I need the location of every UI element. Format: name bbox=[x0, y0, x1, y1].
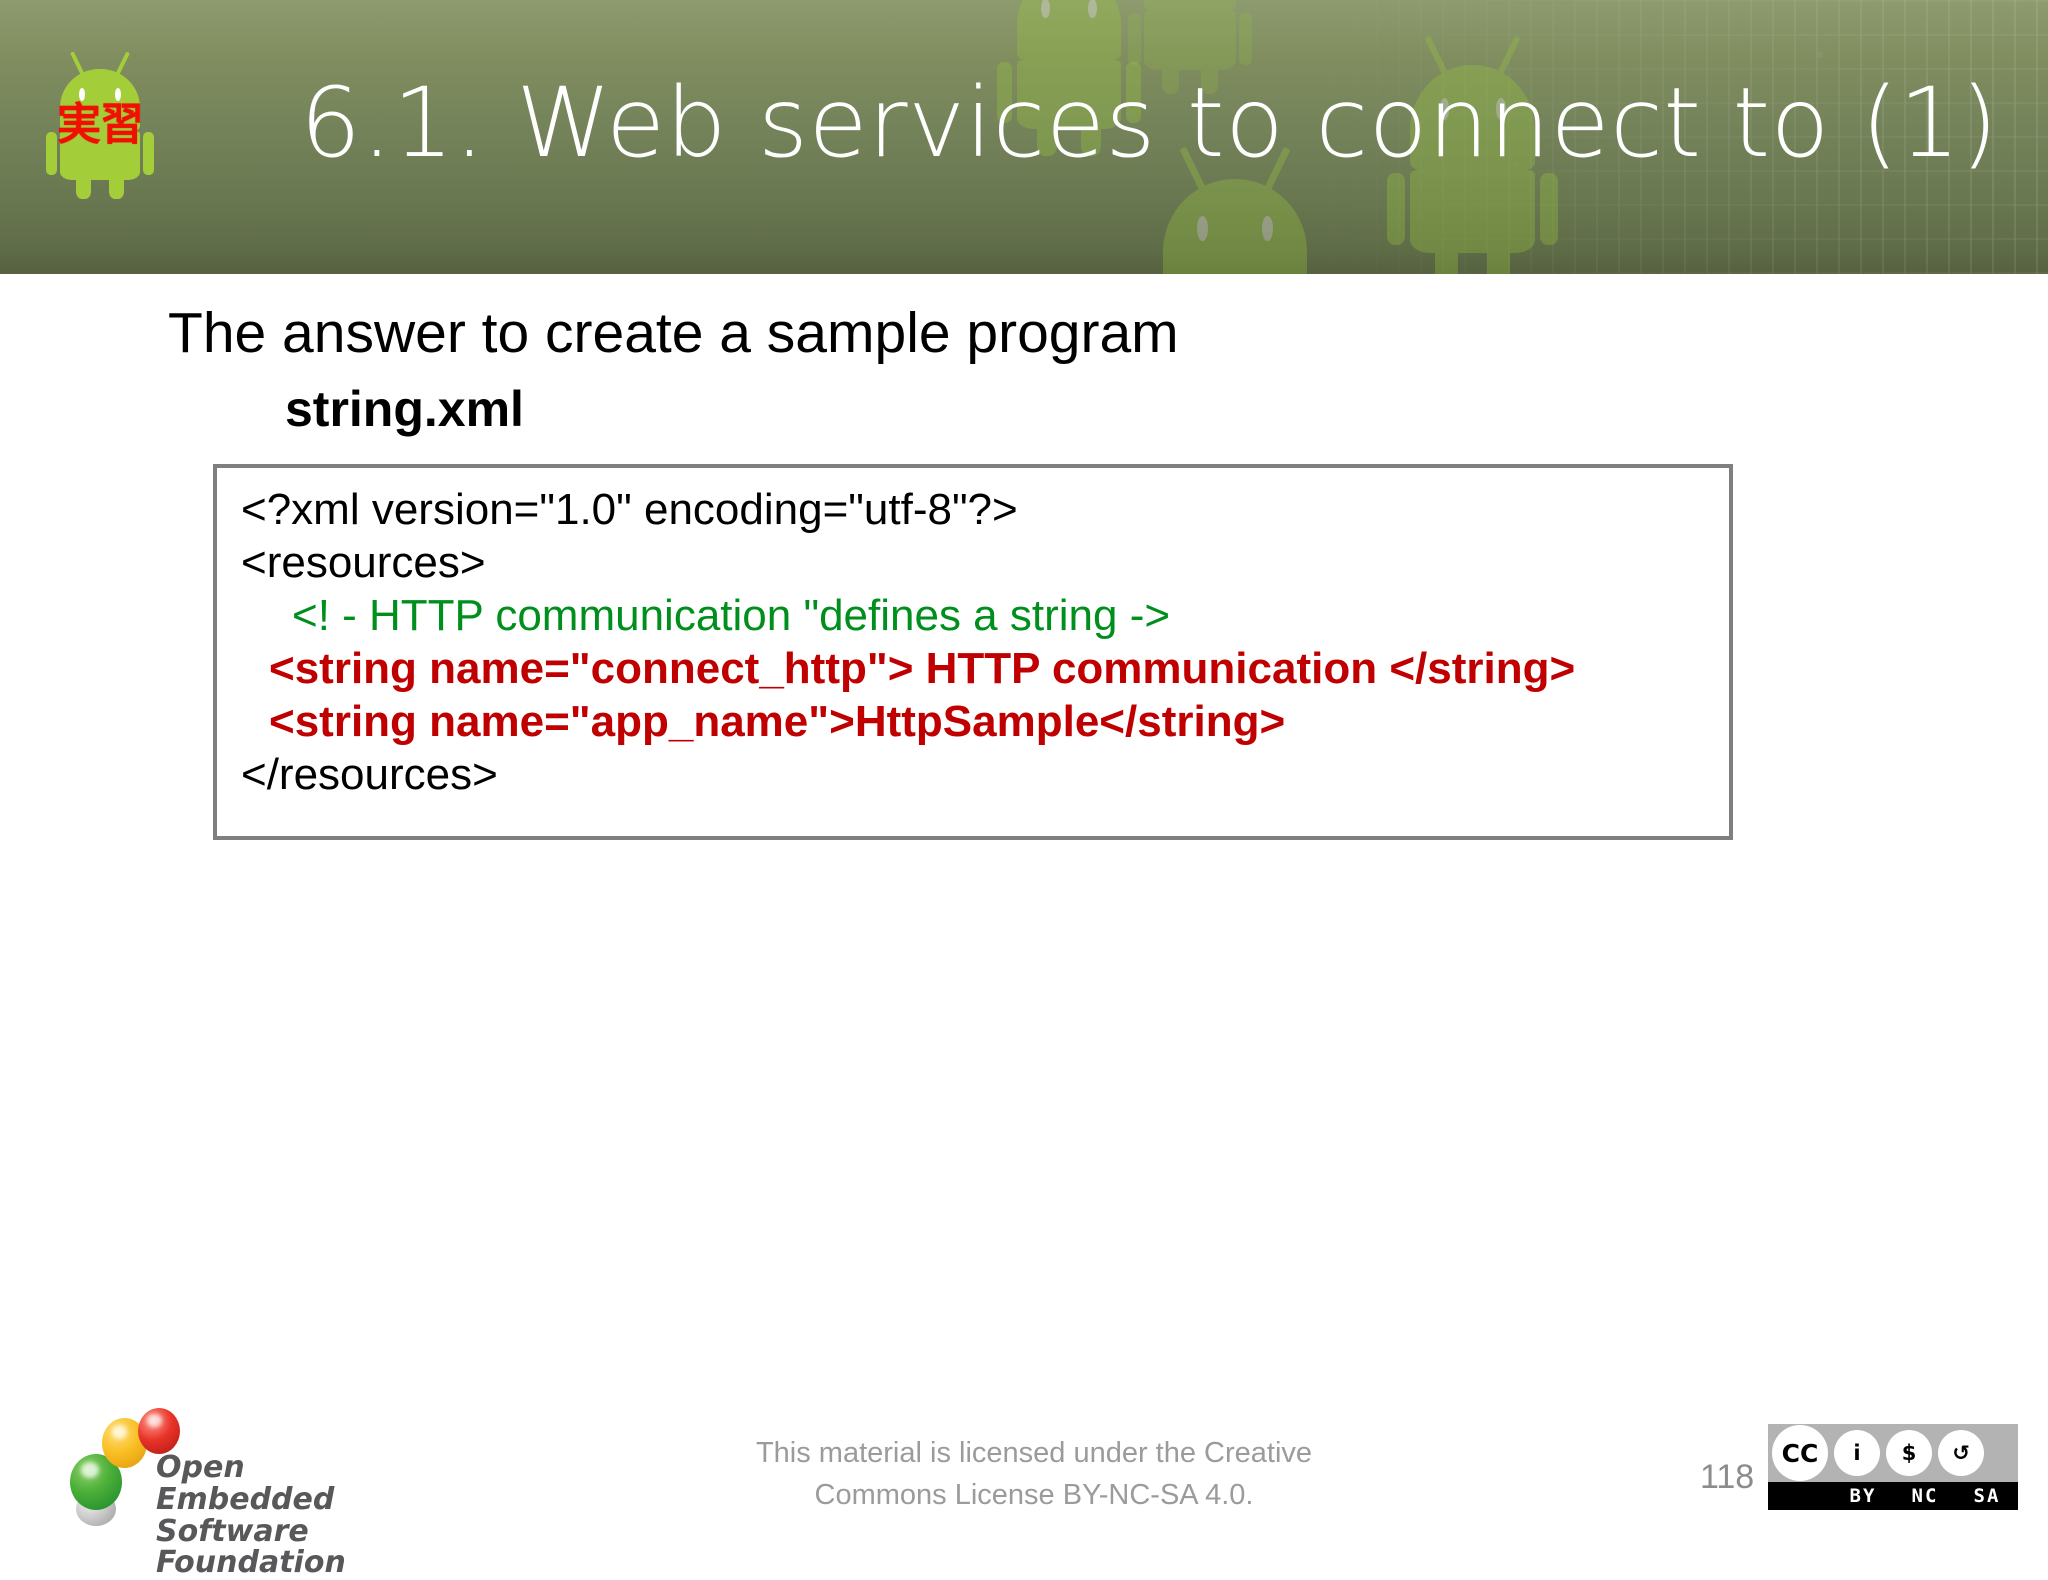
license-note: This material is licensed under the Crea… bbox=[755, 1437, 1313, 1512]
slide-header-banner: 実習 6.1. Web services to connect to (1) bbox=[0, 0, 2048, 274]
background-android-silhouette bbox=[1386, 30, 1559, 274]
cc-sa-sharealike-icon: ↺ bbox=[1938, 1430, 1984, 1476]
code-line: <resources> bbox=[241, 538, 486, 587]
content-heading: The answer to create a sample program bbox=[168, 301, 1179, 365]
circuit-texture bbox=[1288, 0, 2048, 274]
content-subheading-filename: string.xml bbox=[285, 381, 524, 437]
background-android-silhouette bbox=[1140, 140, 1330, 274]
code-line-comment: <! - HTTP communication "defines a strin… bbox=[292, 591, 1171, 640]
android-robot-practice-icon: 実習 bbox=[45, 48, 155, 199]
cc-by-person-icon: i bbox=[1834, 1430, 1880, 1476]
logo-sphere-red-icon bbox=[138, 1408, 180, 1454]
cc-logo-icon: CC bbox=[1772, 1425, 1828, 1481]
page-number: 118 bbox=[1700, 1458, 1755, 1496]
code-line-highlighted: <string name="app_name">HttpSample</stri… bbox=[269, 697, 1286, 746]
cc-badge-terms: BY NC SA bbox=[1768, 1482, 2018, 1510]
code-line: </resources> bbox=[241, 750, 498, 799]
background-android-silhouette bbox=[1127, 0, 1253, 94]
cc-nc-crossed-dollar-icon: $ bbox=[1886, 1430, 1932, 1476]
cc-term-sa: SA bbox=[1973, 1485, 2001, 1507]
practice-badge-label: 実習 bbox=[57, 98, 144, 150]
code-line-highlighted: <string name="connect_http"> HTTP commun… bbox=[269, 644, 1576, 693]
code-line: <?xml version="1.0" encoding="utf-8"?> bbox=[241, 485, 1018, 534]
cc-term-nc: NC bbox=[1911, 1485, 1939, 1507]
cc-badge-symbols: CC i $ ↺ bbox=[1768, 1424, 2018, 1482]
cc-term-by: BY bbox=[1849, 1485, 1877, 1507]
background-android-silhouette bbox=[997, 0, 1141, 157]
code-snippet-box: <?xml version="1.0" encoding="utf-8"?> <… bbox=[213, 464, 1733, 840]
page-title: 6.1. Web services to connect to (1) bbox=[300, 67, 1999, 179]
oesf-logo-text: Open Embedded Software Foundation bbox=[156, 1450, 346, 1580]
oesf-logo: Open Embedded Software Foundation bbox=[68, 1408, 398, 1579]
creative-commons-badge: CC i $ ↺ BY NC SA bbox=[1768, 1424, 2018, 1510]
